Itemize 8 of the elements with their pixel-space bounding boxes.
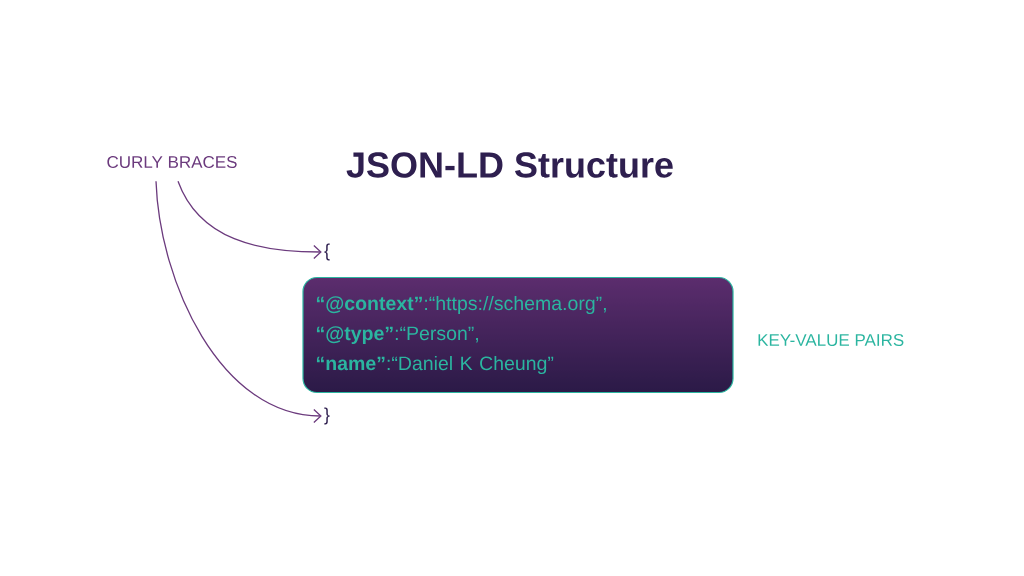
annotation-label: CURLY BRACES: [107, 156, 237, 168]
arrow: [177, 180, 322, 260]
arrow: [155, 180, 322, 424]
curly-brace: }: [324, 407, 330, 425]
title: JSON-LD Structure: [346, 152, 673, 178]
code-box: “@context”:“https://schema.org”, “@type”:“Person”, “name”:“Daniel K Cheung”: [302, 276, 734, 394]
curly-brace: {: [324, 243, 330, 261]
annotation-label: KEY-VALUE PAIRS: [758, 334, 904, 346]
